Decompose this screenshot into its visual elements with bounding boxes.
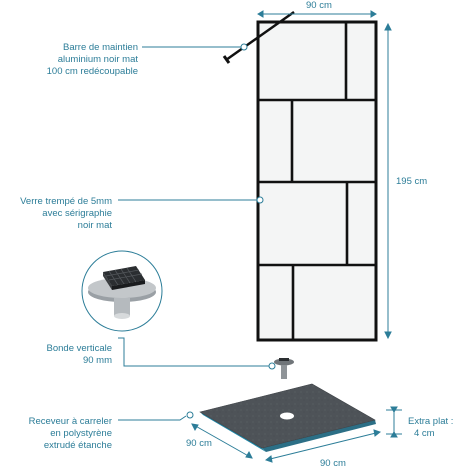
dim-height-label: 195 cm (396, 176, 428, 187)
dim-tray-depth-label: 90 cm (186, 438, 212, 449)
callout-verre-line2: avec sérigraphie (42, 208, 112, 219)
callout-verre-line1: Verre trempé de 5mm (20, 196, 112, 207)
support-bar (222, 10, 295, 64)
callout-verre: Verre trempé de 5mm avec sérigraphie noi… (20, 196, 112, 232)
callout-bonde-line2: 90 mm (82, 355, 112, 366)
dim-extra-plat-label: Extra plat : 4 cm (408, 416, 453, 440)
dim-extra-plat (386, 406, 402, 438)
glass-serigraphy (258, 22, 376, 340)
callout-barre-line3: 100 cm redécoupable (46, 66, 138, 77)
dim-top-width (257, 10, 377, 18)
callout-barre-line1: Barre de maintien (63, 42, 138, 53)
callout-receveur-line2: en polystyrène (50, 428, 112, 439)
glass-panel (256, 20, 378, 342)
dim-height (384, 22, 392, 340)
callout-verre-line3: noir mat (77, 220, 112, 231)
callout-bonde: Bonde verticale 90 mm (47, 343, 112, 367)
shower-tray (199, 383, 376, 452)
dim-tray-width (264, 429, 382, 463)
dim-top-width-label: 90 cm (306, 0, 332, 11)
dim-tray-depth (191, 423, 253, 459)
callout-receveur-line1: Receveur à carreler (28, 416, 112, 427)
callout-receveur: Receveur à carreler en polystyrène extru… (29, 416, 112, 452)
dim-extra-plat-line2: 4 cm (414, 428, 435, 439)
callout-receveur-line3: extrudé étanche (43, 440, 112, 451)
dim-tray-width-label: 90 cm (320, 458, 346, 469)
small-drain (274, 358, 294, 379)
callout-barre-line2: aluminium noir mat (57, 54, 138, 65)
drain-illustration (81, 250, 163, 332)
callout-bonde-line1: Bonde verticale (46, 343, 112, 354)
dim-extra-plat-line1: Extra plat : (408, 416, 454, 427)
callout-barre: Barre de maintien aluminium noir mat 100… (47, 42, 138, 78)
callout-leaders (118, 43, 276, 421)
